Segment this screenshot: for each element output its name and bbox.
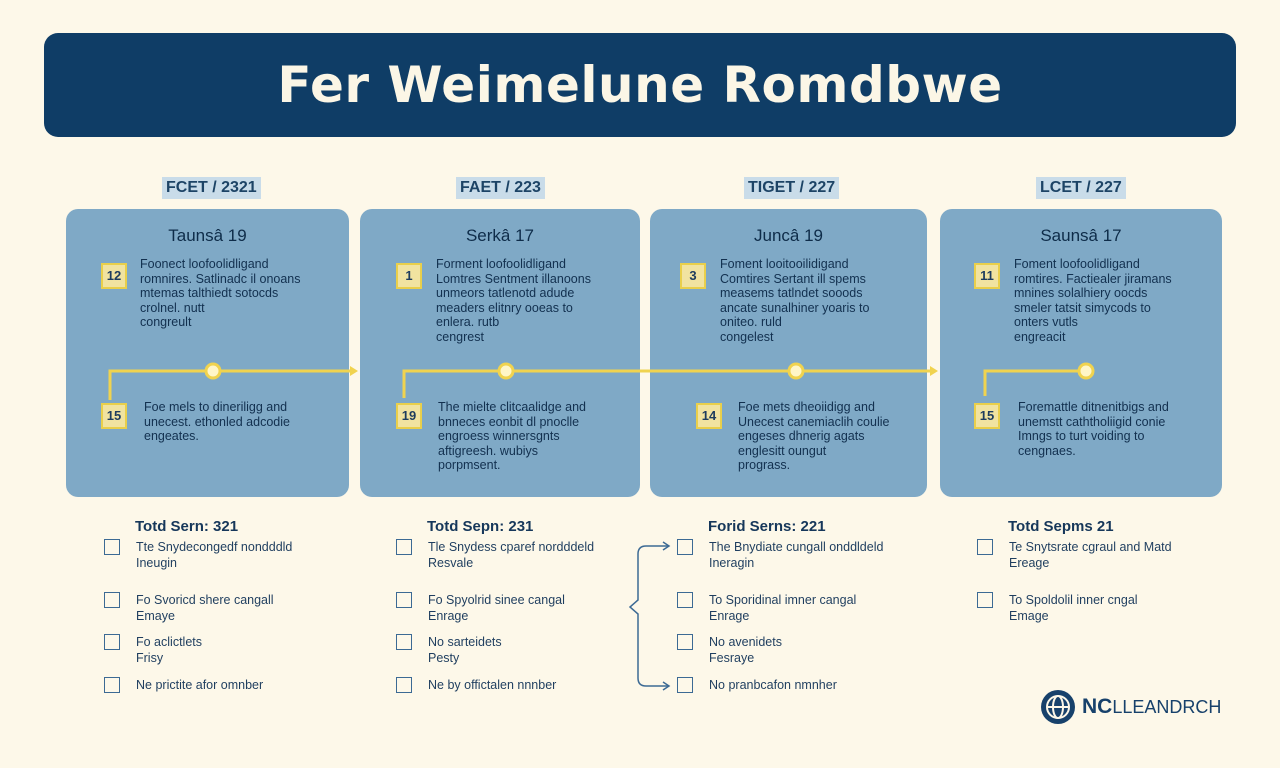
step-badge: 3 [680, 263, 706, 289]
checkbox[interactable] [977, 592, 993, 608]
checklist-item-label: No pranbcafon nmnher [709, 678, 837, 692]
step-badge: 12 [101, 263, 127, 289]
step-badge: 15 [974, 403, 1000, 429]
title-banner: Fer Weimelune Romdbwe [44, 33, 1236, 137]
step-badge: 14 [696, 403, 722, 429]
step-badge: 11 [974, 263, 1000, 289]
phase-card-3: Juncâ 19 3 Foment looitooilidigand Comti… [650, 209, 927, 497]
checklist-item-label: To Sporidinal imner cangal Enrage [709, 593, 857, 623]
checklist-item-label: Ne prictite afor omnber [136, 678, 264, 692]
checklist-title: Totd Sern: 321 [135, 518, 239, 535]
checkbox[interactable] [677, 592, 693, 608]
checkbox[interactable] [104, 677, 120, 693]
checkbox[interactable] [677, 677, 693, 693]
checkbox[interactable] [396, 677, 412, 693]
quarter-tag-1: FCET / 2321 [162, 177, 261, 199]
logo-text-bold: NC [1082, 695, 1113, 718]
globe-icon [1041, 690, 1075, 724]
checkbox[interactable] [396, 539, 412, 555]
page-title: Fer Weimelune Romdbwe [277, 56, 1003, 114]
card-title: Saunsâ 17 [1040, 226, 1122, 245]
step-badge: 15 [101, 403, 127, 429]
step-description: Foe mets dheoiidigg and Unecest canemiac… [738, 400, 890, 472]
step-description: Foonect loofoolidligand romnires. Satlin… [140, 257, 301, 329]
step-description: Forment loofoolidligand Lomtres Sentment… [436, 257, 591, 344]
checkbox[interactable] [104, 634, 120, 650]
quarter-tag-4: LCET / 227 [1036, 177, 1126, 199]
checklist-title: Totd Sepms 21 [1008, 518, 1114, 535]
checklist-item-label: Ne by offictalen nnnber [428, 678, 557, 692]
card-title: Taunsâ 19 [168, 226, 247, 245]
step-description: Foremattle ditnenitbigs and unemstt cath… [1018, 400, 1169, 458]
phase-card-1: Taunsâ 19 12 Foonect loofoolidligand rom… [66, 209, 349, 497]
checklist-item-label: Tle Snydess cparef nordddeld Resvale [428, 540, 595, 570]
logo-text: NCLLEANDRCH [1082, 695, 1221, 719]
checkbox[interactable] [677, 539, 693, 555]
checkbox[interactable] [977, 539, 993, 555]
step-description: Foe mels to dineriligg and unecest. etho… [144, 400, 290, 443]
logo-text-rest: LLEANDRCH [1112, 697, 1222, 717]
checklist-item-label: Fo Svoricd shere cangall Emaye [136, 593, 274, 623]
checklist-item-label: No sarteidets Pesty [428, 635, 502, 665]
brand-logo: NCLLEANDRCH [1040, 689, 1221, 725]
phase-card-4: Saunsâ 17 11 Foment loofoolidligand romt… [940, 209, 1222, 497]
step-badge: 1 [396, 263, 422, 289]
checklist-item-label: To Spoldolil inner cngal Emage [1009, 593, 1138, 623]
quarter-tag-3: TIGET / 227 [744, 177, 840, 199]
checklist-item-label: The Bnydiate cungall onddldeld Ineragin [709, 540, 884, 570]
quarter-tag-2: FAET / 223 [456, 177, 545, 199]
checklist-item-label: Tte Snydecongedf nondddld Ineugin [136, 540, 293, 570]
checklist-item-label: Fo Spyolrid sinee cangal Enrage [428, 593, 565, 623]
card-title: Juncâ 19 [754, 226, 823, 245]
step-description: Foment loofoolidligand romtires. Factiea… [1014, 257, 1172, 344]
checkbox[interactable] [677, 634, 693, 650]
arrowhead-icon [930, 366, 938, 376]
checklist-item-label: No avenidets Fesraye [709, 635, 782, 665]
card-title: Serkâ 17 [465, 226, 535, 245]
step-badge: 19 [396, 403, 422, 429]
step-description: The mielte clitcaalidge and bnneces eonb… [438, 400, 586, 472]
checklist-item-label: Fo aclictlets Frisy [136, 635, 202, 665]
checklist-item-label: Te Snytsrate cgraul and Matd Ereage [1009, 540, 1172, 570]
arrowhead-icon [350, 366, 358, 376]
bracket-connector [628, 541, 671, 691]
phase-card-2: Serkâ 17 1 Forment loofoolidligand Lomtr… [360, 209, 640, 497]
checkbox[interactable] [396, 634, 412, 650]
checklist-title: Forid Serns: 221 [708, 518, 826, 535]
checkbox[interactable] [104, 539, 120, 555]
step-description: Foment looitooilidigand Comtires Sertant… [720, 257, 870, 344]
checkbox[interactable] [104, 592, 120, 608]
checklist-title: Totd Sepn: 231 [427, 518, 534, 535]
checkbox[interactable] [396, 592, 412, 608]
